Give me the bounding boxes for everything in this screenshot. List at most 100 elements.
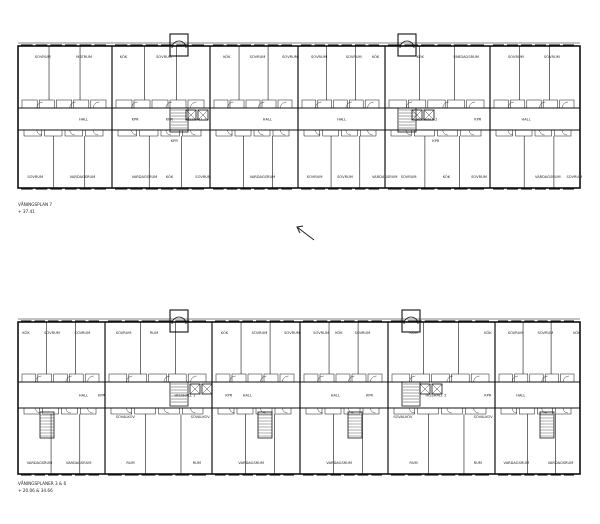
door-swing xyxy=(260,407,266,414)
service-room xyxy=(510,99,526,109)
door-swing xyxy=(511,375,519,383)
door-swing xyxy=(258,129,264,136)
room-label: KPR xyxy=(432,139,440,143)
door-swing xyxy=(258,101,265,109)
closet xyxy=(255,407,273,415)
service-room xyxy=(84,373,100,383)
door-swing xyxy=(165,101,172,109)
room-label: SOVRUM xyxy=(44,331,60,335)
closet xyxy=(324,407,342,415)
room-label: KÖK xyxy=(221,330,229,335)
door-swing xyxy=(260,375,267,383)
closet xyxy=(61,407,78,415)
room-label: HALL xyxy=(331,394,340,398)
closet xyxy=(500,407,517,415)
service-room xyxy=(301,99,317,109)
service-room xyxy=(133,99,151,109)
service-room xyxy=(21,373,37,383)
service-room xyxy=(148,373,167,383)
room-label: SOVRUM xyxy=(116,331,132,335)
service-room xyxy=(168,373,187,383)
closet xyxy=(441,407,463,415)
closet xyxy=(80,407,97,415)
closet xyxy=(515,129,533,137)
closet xyxy=(322,129,339,137)
closet xyxy=(215,129,233,137)
door-swing xyxy=(539,129,545,136)
room-label: SOVRUM xyxy=(508,331,524,335)
service-room xyxy=(108,373,128,383)
door-swing xyxy=(446,375,453,383)
elevator-shaft xyxy=(197,109,209,121)
elevator-shaft xyxy=(185,109,197,121)
service-room xyxy=(451,373,470,383)
closet xyxy=(460,129,482,137)
service-room xyxy=(559,99,575,109)
door-swing xyxy=(317,375,324,383)
closet xyxy=(362,407,380,415)
room-label: KÖK xyxy=(573,330,581,335)
door-swing xyxy=(36,129,42,136)
closet xyxy=(414,129,435,137)
room-label: RUM xyxy=(150,331,158,335)
door-swing xyxy=(468,101,476,109)
closet xyxy=(64,129,83,137)
closet xyxy=(393,407,415,415)
room-label: VARDAGSRUM xyxy=(132,175,158,179)
room-label: HISSHALL 1 xyxy=(186,118,207,122)
door-swing xyxy=(370,375,377,383)
closet xyxy=(272,129,290,137)
service-room xyxy=(69,373,84,383)
closet xyxy=(236,407,254,415)
service-room xyxy=(364,99,380,109)
room-label: SOVALKOV xyxy=(474,415,494,419)
door-swing xyxy=(229,407,235,414)
room-label: SOVALKOV xyxy=(191,415,211,419)
door-swing xyxy=(473,407,479,414)
door-swing xyxy=(405,101,413,109)
room-label: VARDAGSRUM xyxy=(27,461,53,465)
stair-core xyxy=(169,309,189,333)
balcony-stair xyxy=(39,411,55,439)
service-room xyxy=(470,373,490,383)
door-swing xyxy=(348,407,354,414)
room-label: SOVRUM xyxy=(401,175,417,179)
service-room xyxy=(560,373,575,383)
room-label: KÖK xyxy=(372,54,380,59)
closet xyxy=(182,407,204,415)
door-swing xyxy=(126,375,133,383)
elevator-cross xyxy=(419,383,431,395)
service-room xyxy=(391,373,411,383)
door-swing xyxy=(442,101,449,109)
balcony-stair xyxy=(257,411,273,439)
door-swing xyxy=(405,129,412,136)
closet xyxy=(305,407,323,415)
door-swing xyxy=(65,407,71,414)
lower-plan-level: + 20.06 & 34.66 xyxy=(18,488,53,493)
service-room xyxy=(335,373,351,383)
service-room xyxy=(263,373,279,383)
service-room xyxy=(38,99,55,109)
service-room xyxy=(21,99,38,109)
door-swing xyxy=(93,129,99,136)
room-label: KÖK xyxy=(335,330,343,335)
room-label: SOVRUM xyxy=(471,175,487,179)
room-label: VARDAGSRUM xyxy=(372,175,398,179)
door-swing xyxy=(562,375,570,383)
elevator-cross xyxy=(201,383,213,395)
door-swing xyxy=(131,129,137,136)
room-label: KPR xyxy=(171,139,179,143)
elevator-shaft xyxy=(189,383,201,395)
room-label: HALL xyxy=(522,118,531,122)
closet xyxy=(139,129,159,137)
door-swing xyxy=(370,407,376,414)
stair-run xyxy=(169,381,189,407)
door-swing xyxy=(367,101,374,109)
service-room xyxy=(317,99,332,109)
room-label: SOVRUM xyxy=(311,55,327,59)
room-label: KÖK xyxy=(166,174,174,179)
room-label: SOVRUM xyxy=(195,175,211,179)
closet xyxy=(274,407,292,415)
door-swing xyxy=(280,129,286,136)
